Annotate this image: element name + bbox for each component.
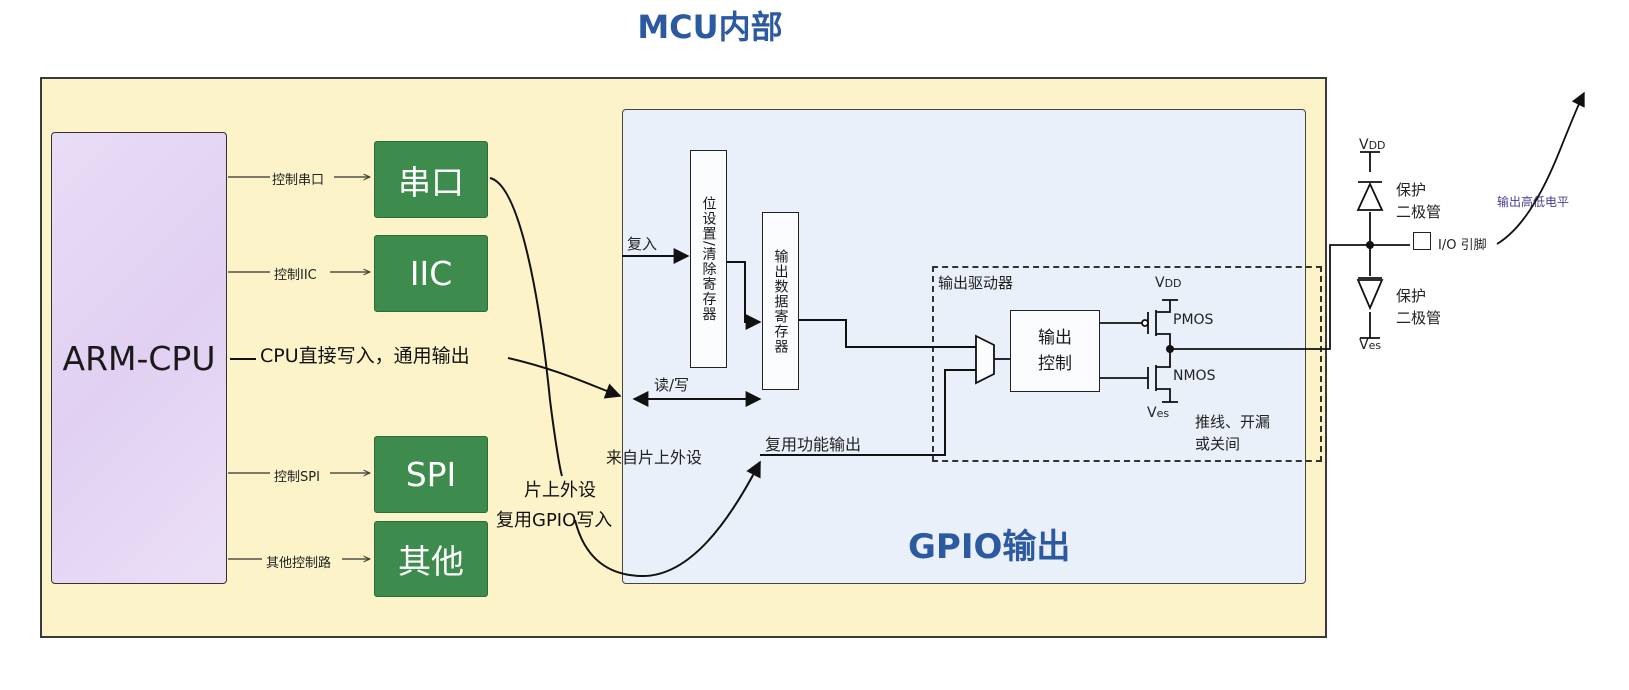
write-in-label: 复入 [627,235,658,253]
pmos-label: PMOS [1173,312,1214,328]
output-data-register-label: 输出数据寄存器 [772,248,789,354]
output-driver-label: 输出驱动器 [938,274,1014,292]
iic-label: IIC [409,254,453,293]
output-control-block: 输出 控制 [1010,310,1100,392]
io-pin-pad [1413,232,1431,250]
protect-bottom-line2: 二极管 [1396,309,1442,327]
control-spi-label: 控制SPI [274,470,320,485]
from-onchip-label: 来自片上外设 [606,448,703,467]
control-uart-label: 控制串口 [272,173,325,188]
output-driver-boundary [932,266,1322,462]
protect-top-line1: 保护 [1396,181,1427,199]
other-block: 其他 [374,521,488,597]
output-level-label: 输出高低电平 [1497,195,1570,209]
output-control-line1: 输出 [1038,328,1072,348]
nmos-label: NMOS [1173,368,1216,384]
other-label: 其他 [398,542,464,581]
cpu-direct-write-label: CPU直接写入，通用输出 [260,345,470,367]
onchip-write-line1: 片上外设 [524,480,596,501]
output-data-register: 输出数据寄存器 [762,212,799,390]
mode-note-line2: 或关间 [1195,435,1241,453]
alt-output-label: 复用功能输出 [765,435,862,454]
control-other-label: 其他控制路 [266,556,332,571]
arm-cpu-label: ARM-CPU [62,338,216,378]
pin-vdd-label: VDD [1359,137,1386,153]
control-iic-label: 控制IIC [274,268,317,283]
set-clear-register-label: 位设置/清除寄存器 [700,196,717,322]
onchip-write-line2: 复用GPIO写入 [496,510,613,531]
spi-block: SPI [374,436,488,513]
driver-vss-label: Ves [1147,405,1170,421]
spi-label: SPI [405,455,457,494]
iic-block: IIC [374,235,488,312]
output-control-line2: 控制 [1038,354,1072,374]
driver-vdd-label: VDD [1155,275,1182,291]
gpio-title: GPIO输出 [908,527,1071,567]
arm-cpu-block: ARM-CPU [51,132,227,584]
io-pin-label: I/O 引脚 [1438,238,1487,253]
mode-note-line1: 推线、开漏 [1195,413,1271,431]
protect-top-line2: 二极管 [1396,203,1442,221]
uart-block: 串口 [374,141,488,218]
set-clear-register: 位设置/清除寄存器 [690,150,727,368]
read-write-label: 读/写 [654,376,690,394]
diagram-title: MCU内部 [637,8,783,46]
uart-label: 串口 [398,162,464,202]
pin-vss-label: Ves [1359,337,1382,353]
protect-bottom-line1: 保护 [1396,287,1427,305]
